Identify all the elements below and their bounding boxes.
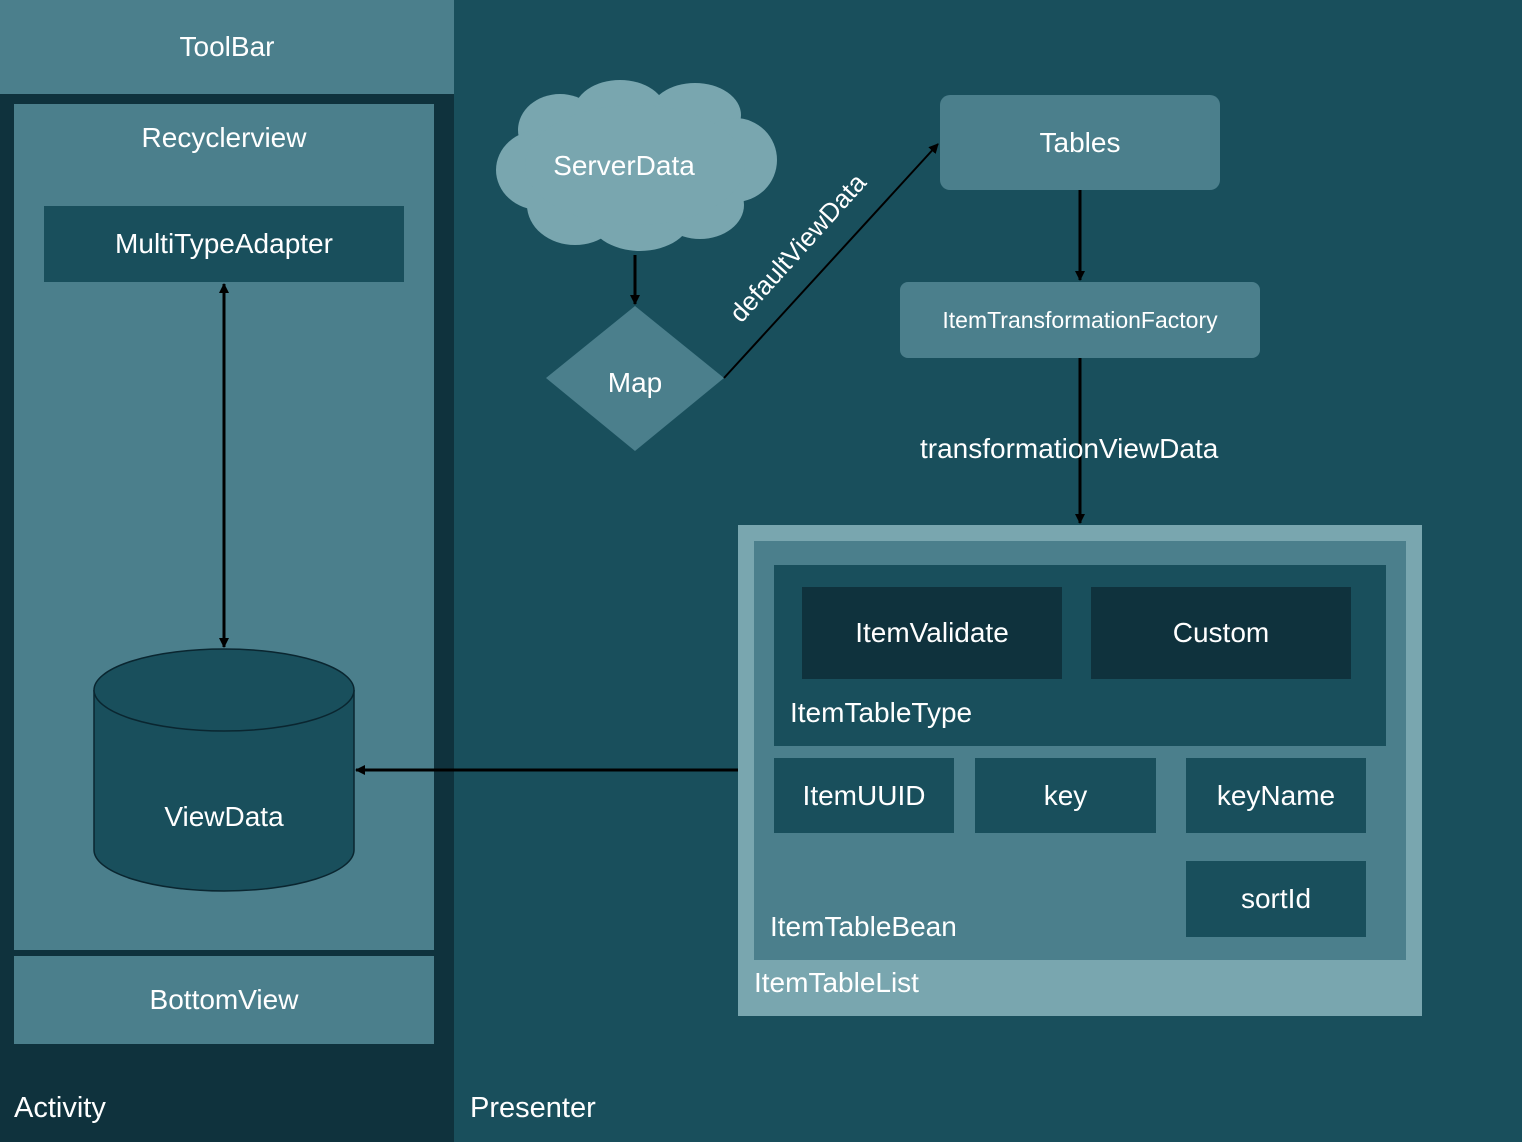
key-name-label: keyName	[1216, 779, 1336, 811]
item-transformation-factory-box: ItemTransformationFactory	[900, 282, 1260, 358]
multitype-adapter-box: MultiTypeAdapter	[44, 206, 404, 282]
key-label: key	[1043, 779, 1088, 811]
item-table-list-label: ItemTableList	[754, 967, 919, 998]
item-table-type-label: ItemTableType	[790, 697, 973, 728]
bottom-view-box: BottomView	[14, 956, 434, 1044]
custom-label: Custom	[1172, 617, 1270, 648]
item-transformation-factory-label: ItemTransformationFactory	[942, 306, 1218, 333]
sort-id-label: sortId	[1240, 883, 1312, 914]
server-data-label: ServerData	[553, 150, 695, 181]
view-data-cylinder	[93, 648, 355, 892]
server-data-cloud	[496, 80, 777, 251]
view-data-label: ViewData	[164, 801, 284, 832]
item-validate-box: ItemValidate	[802, 587, 1062, 679]
item-validate-label: ItemValidate	[855, 617, 1009, 648]
map-label: Map	[607, 367, 663, 398]
item-uuid-box: ItemUUID	[774, 758, 954, 833]
multitype-adapter-label: MultiTypeAdapter	[115, 228, 333, 259]
map-tables-arrow	[723, 143, 939, 379]
sort-id-box: sortId	[1186, 861, 1366, 937]
toolbar-box: ToolBar	[0, 0, 454, 94]
recyclerview-label: Recyclerview	[141, 122, 307, 153]
item-uuid-label: ItemUUID	[802, 779, 926, 811]
key-name-box: keyName	[1186, 758, 1366, 833]
key-box: key	[975, 758, 1156, 833]
transformation-view-data-label: transformationViewData	[920, 433, 1219, 464]
toolbar-label: ToolBar	[179, 31, 275, 62]
tables-box: Tables	[940, 95, 1220, 190]
bottom-view-label: BottomView	[149, 984, 299, 1015]
activity-label: Activity	[14, 1092, 106, 1124]
item-table-bean-label: ItemTableBean	[770, 911, 957, 942]
tables-label: Tables	[1039, 126, 1121, 158]
custom-box: Custom	[1091, 587, 1351, 679]
map-diamond	[546, 306, 724, 451]
presenter-label: Presenter	[470, 1092, 596, 1124]
